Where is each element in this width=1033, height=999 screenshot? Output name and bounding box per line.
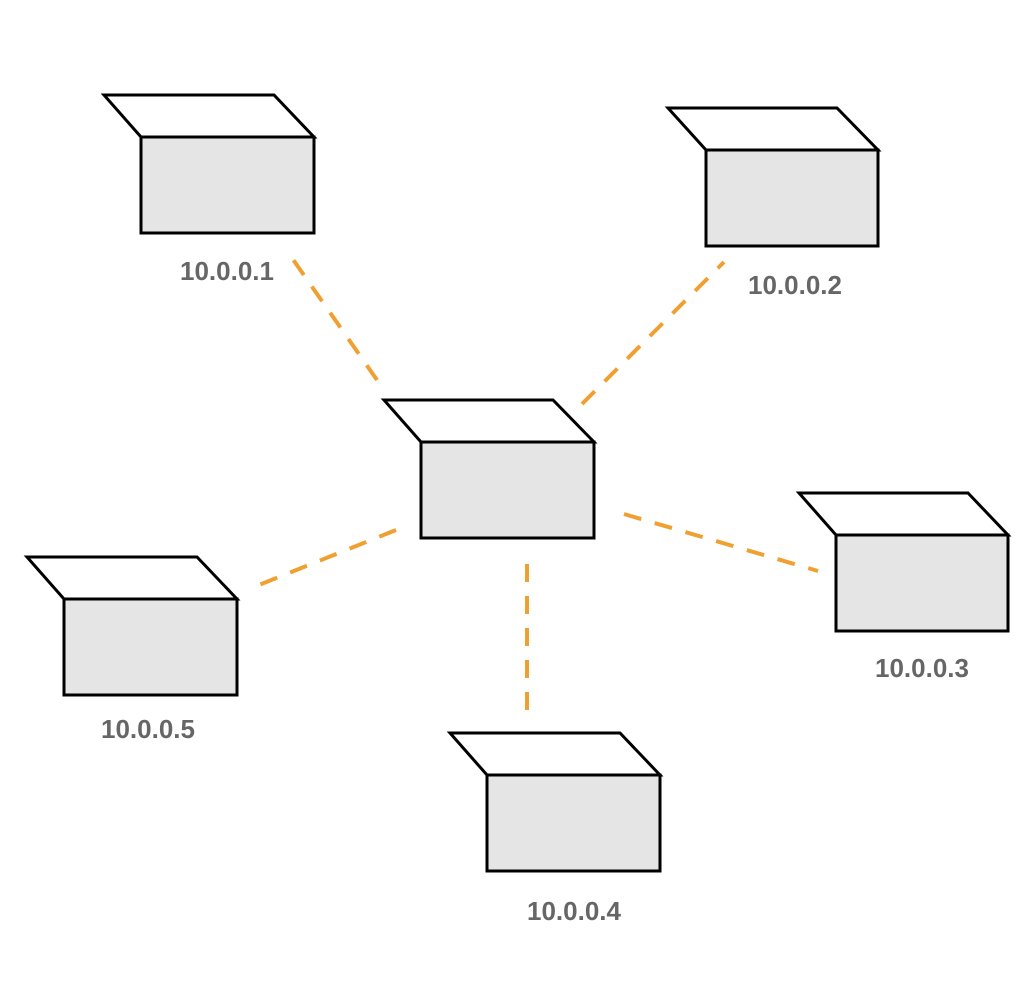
hub-device-front bbox=[419, 440, 596, 540]
host-node-5: 10.0.0.5 bbox=[23, 555, 241, 744]
host-node-1: 10.0.0.1 bbox=[100, 93, 318, 286]
host-node-2-front bbox=[704, 148, 880, 248]
host-node-1-label: 10.0.0.1 bbox=[180, 256, 274, 286]
host-node-4-top bbox=[446, 731, 664, 777]
host-node-5-front bbox=[62, 597, 239, 697]
host-node-3-top bbox=[795, 491, 1012, 537]
host-node-5-top bbox=[23, 555, 241, 601]
host-node-1-front bbox=[139, 135, 316, 235]
host-node-4: 10.0.0.4 bbox=[446, 731, 664, 926]
host-node-2-top bbox=[664, 106, 882, 152]
host-node-2-label: 10.0.0.2 bbox=[748, 270, 842, 300]
link-hub-node-2 bbox=[580, 260, 726, 406]
links bbox=[253, 256, 819, 712]
host-node-3-front bbox=[834, 533, 1010, 633]
host-node-2: 10.0.0.2 bbox=[664, 106, 882, 300]
host-node-3-label: 10.0.0.3 bbox=[875, 653, 969, 683]
host-node-5-label: 10.0.0.5 bbox=[101, 714, 195, 744]
host-node-1-top bbox=[100, 93, 318, 139]
link-hub-node-5 bbox=[253, 528, 397, 589]
link-hub-node-1 bbox=[290, 256, 379, 382]
hub-device bbox=[380, 398, 598, 540]
host-node-3: 10.0.0.3 bbox=[795, 491, 1012, 683]
link-hub-node-3 bbox=[623, 512, 819, 573]
host-node-4-front bbox=[485, 773, 662, 873]
hub-device-top bbox=[380, 398, 598, 444]
host-node-4-label: 10.0.0.4 bbox=[527, 896, 622, 926]
